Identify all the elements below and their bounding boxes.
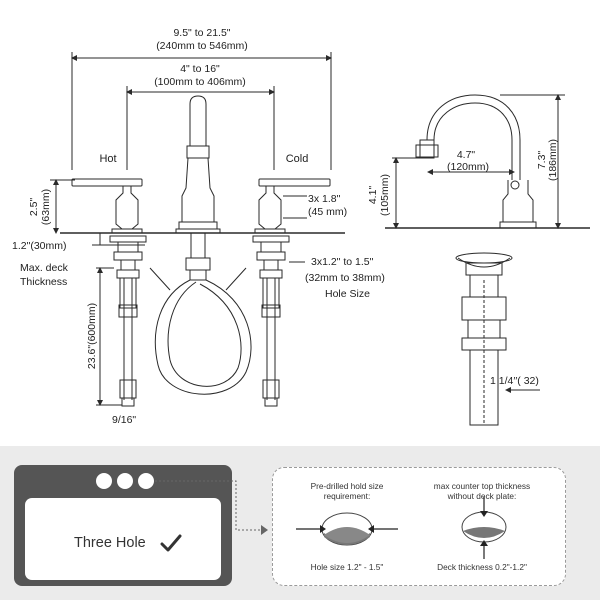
handle-height-label: 2.5" <box>28 198 40 217</box>
deck-hole-center <box>117 473 133 489</box>
hole-size-caption: Hole Size <box>325 288 370 300</box>
total-height-label: 7.3" <box>536 151 548 170</box>
inner-spread-mm-label: (100mm to 406mm) <box>154 76 246 88</box>
hole-size-mm-label: (32mm to 38mm) <box>305 272 385 284</box>
deck-thickness-label: 1.2"(30mm) <box>12 240 67 252</box>
deck-hole-left <box>96 473 112 489</box>
valve-count-mm-label: (45 mm) <box>308 206 347 218</box>
deck-caption-2: Thickness <box>20 276 67 288</box>
handle-height-mm-label: (63mm) <box>40 189 52 225</box>
deck-thickness-range: Deck thickness 0.2"-1.2" <box>437 562 527 572</box>
spout-reach-label: 4.7" <box>457 149 476 161</box>
max-counter-line-2: without deck plate: <box>447 491 517 501</box>
predrilled-line-1: Pre-drilled hold size <box>310 481 384 491</box>
spout-reach-mm-label: (120mm) <box>447 161 489 173</box>
hose-length-label: 23.6"(600mm) <box>86 303 98 369</box>
deck-caption-1: Max. deck <box>20 262 69 274</box>
hole-illustrations <box>296 497 507 559</box>
cold-label: Cold <box>286 153 309 165</box>
three-hole-label: Three Hole <box>74 535 146 551</box>
checkmark-icon <box>160 534 182 552</box>
inner-spread-label: 4" to 16" <box>180 63 220 75</box>
valve-count-inch-label: 3x 1.8" <box>308 193 341 205</box>
spout-height-mm-label: (105mm) <box>379 174 391 216</box>
deck-hole-right <box>138 473 154 489</box>
spout-height-label: 4.1" <box>367 186 379 205</box>
max-counter-line-1: max counter top thickness <box>433 481 531 491</box>
sink-basin <box>25 498 221 580</box>
hole-size-label: 3x1.2" to 1.5" <box>311 256 374 268</box>
leader-line <box>155 480 268 535</box>
outer-spread-mm-label: (240mm to 546mm) <box>156 40 248 52</box>
drain-size-label: 1 1/4′′( 32) <box>490 375 539 387</box>
total-height-mm-label: (186mm) <box>547 139 559 181</box>
connector-size-label: 9/16" <box>112 414 136 426</box>
predrilled-line-2: requirement: <box>323 491 371 501</box>
outer-spread-label: 9.5" to 21.5" <box>173 27 230 39</box>
hole-size-range: Hole size 1.2" - 1.5" <box>310 562 384 572</box>
hot-label: Hot <box>99 153 116 165</box>
